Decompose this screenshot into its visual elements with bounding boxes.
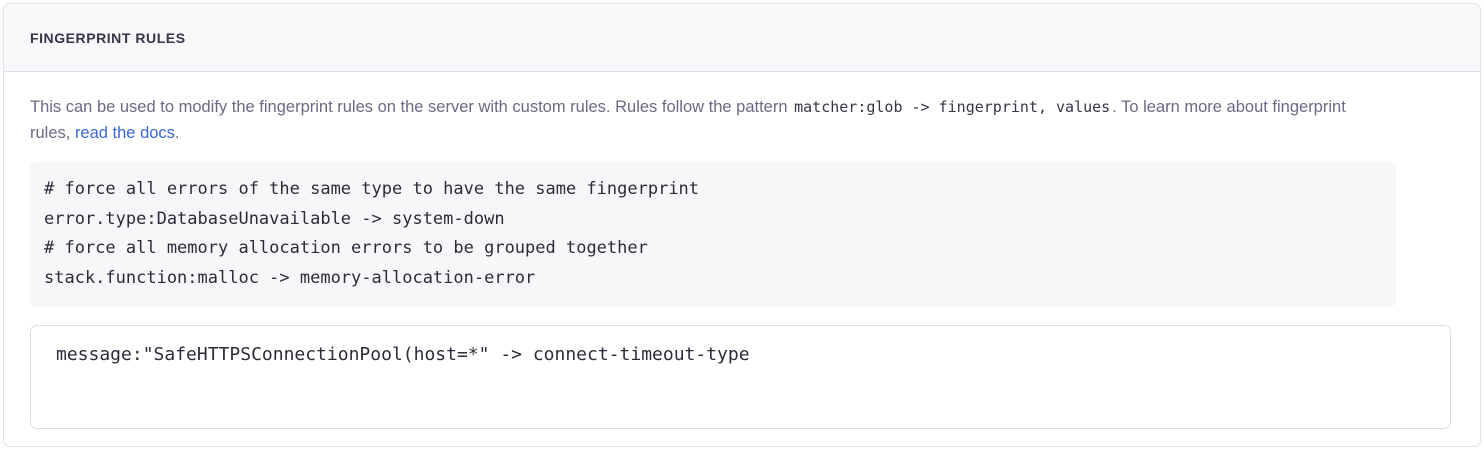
fingerprint-rules-input[interactable] xyxy=(30,325,1451,429)
inline-code-pattern: matcher:glob -> fingerprint, values xyxy=(794,98,1111,116)
example-rules-code-block: # force all errors of the same type to h… xyxy=(30,162,1396,307)
panel-header: FINGERPRINT RULES xyxy=(4,4,1480,72)
description-lead-text: This can be used to modify the fingerpri… xyxy=(30,98,793,116)
description-trailing-text: . xyxy=(174,124,180,142)
page-title: FINGERPRINT RULES xyxy=(30,29,186,46)
fingerprint-rules-panel: FINGERPRINT RULES This can be used to mo… xyxy=(3,3,1481,447)
panel-body: This can be used to modify the fingerpri… xyxy=(4,72,1480,429)
read-the-docs-link[interactable]: read the docs xyxy=(74,124,175,142)
description-middle-text: . To learn more about fingerprint rules, xyxy=(30,98,1346,142)
panel-description: This can be used to modify the fingerpri… xyxy=(30,94,1390,146)
